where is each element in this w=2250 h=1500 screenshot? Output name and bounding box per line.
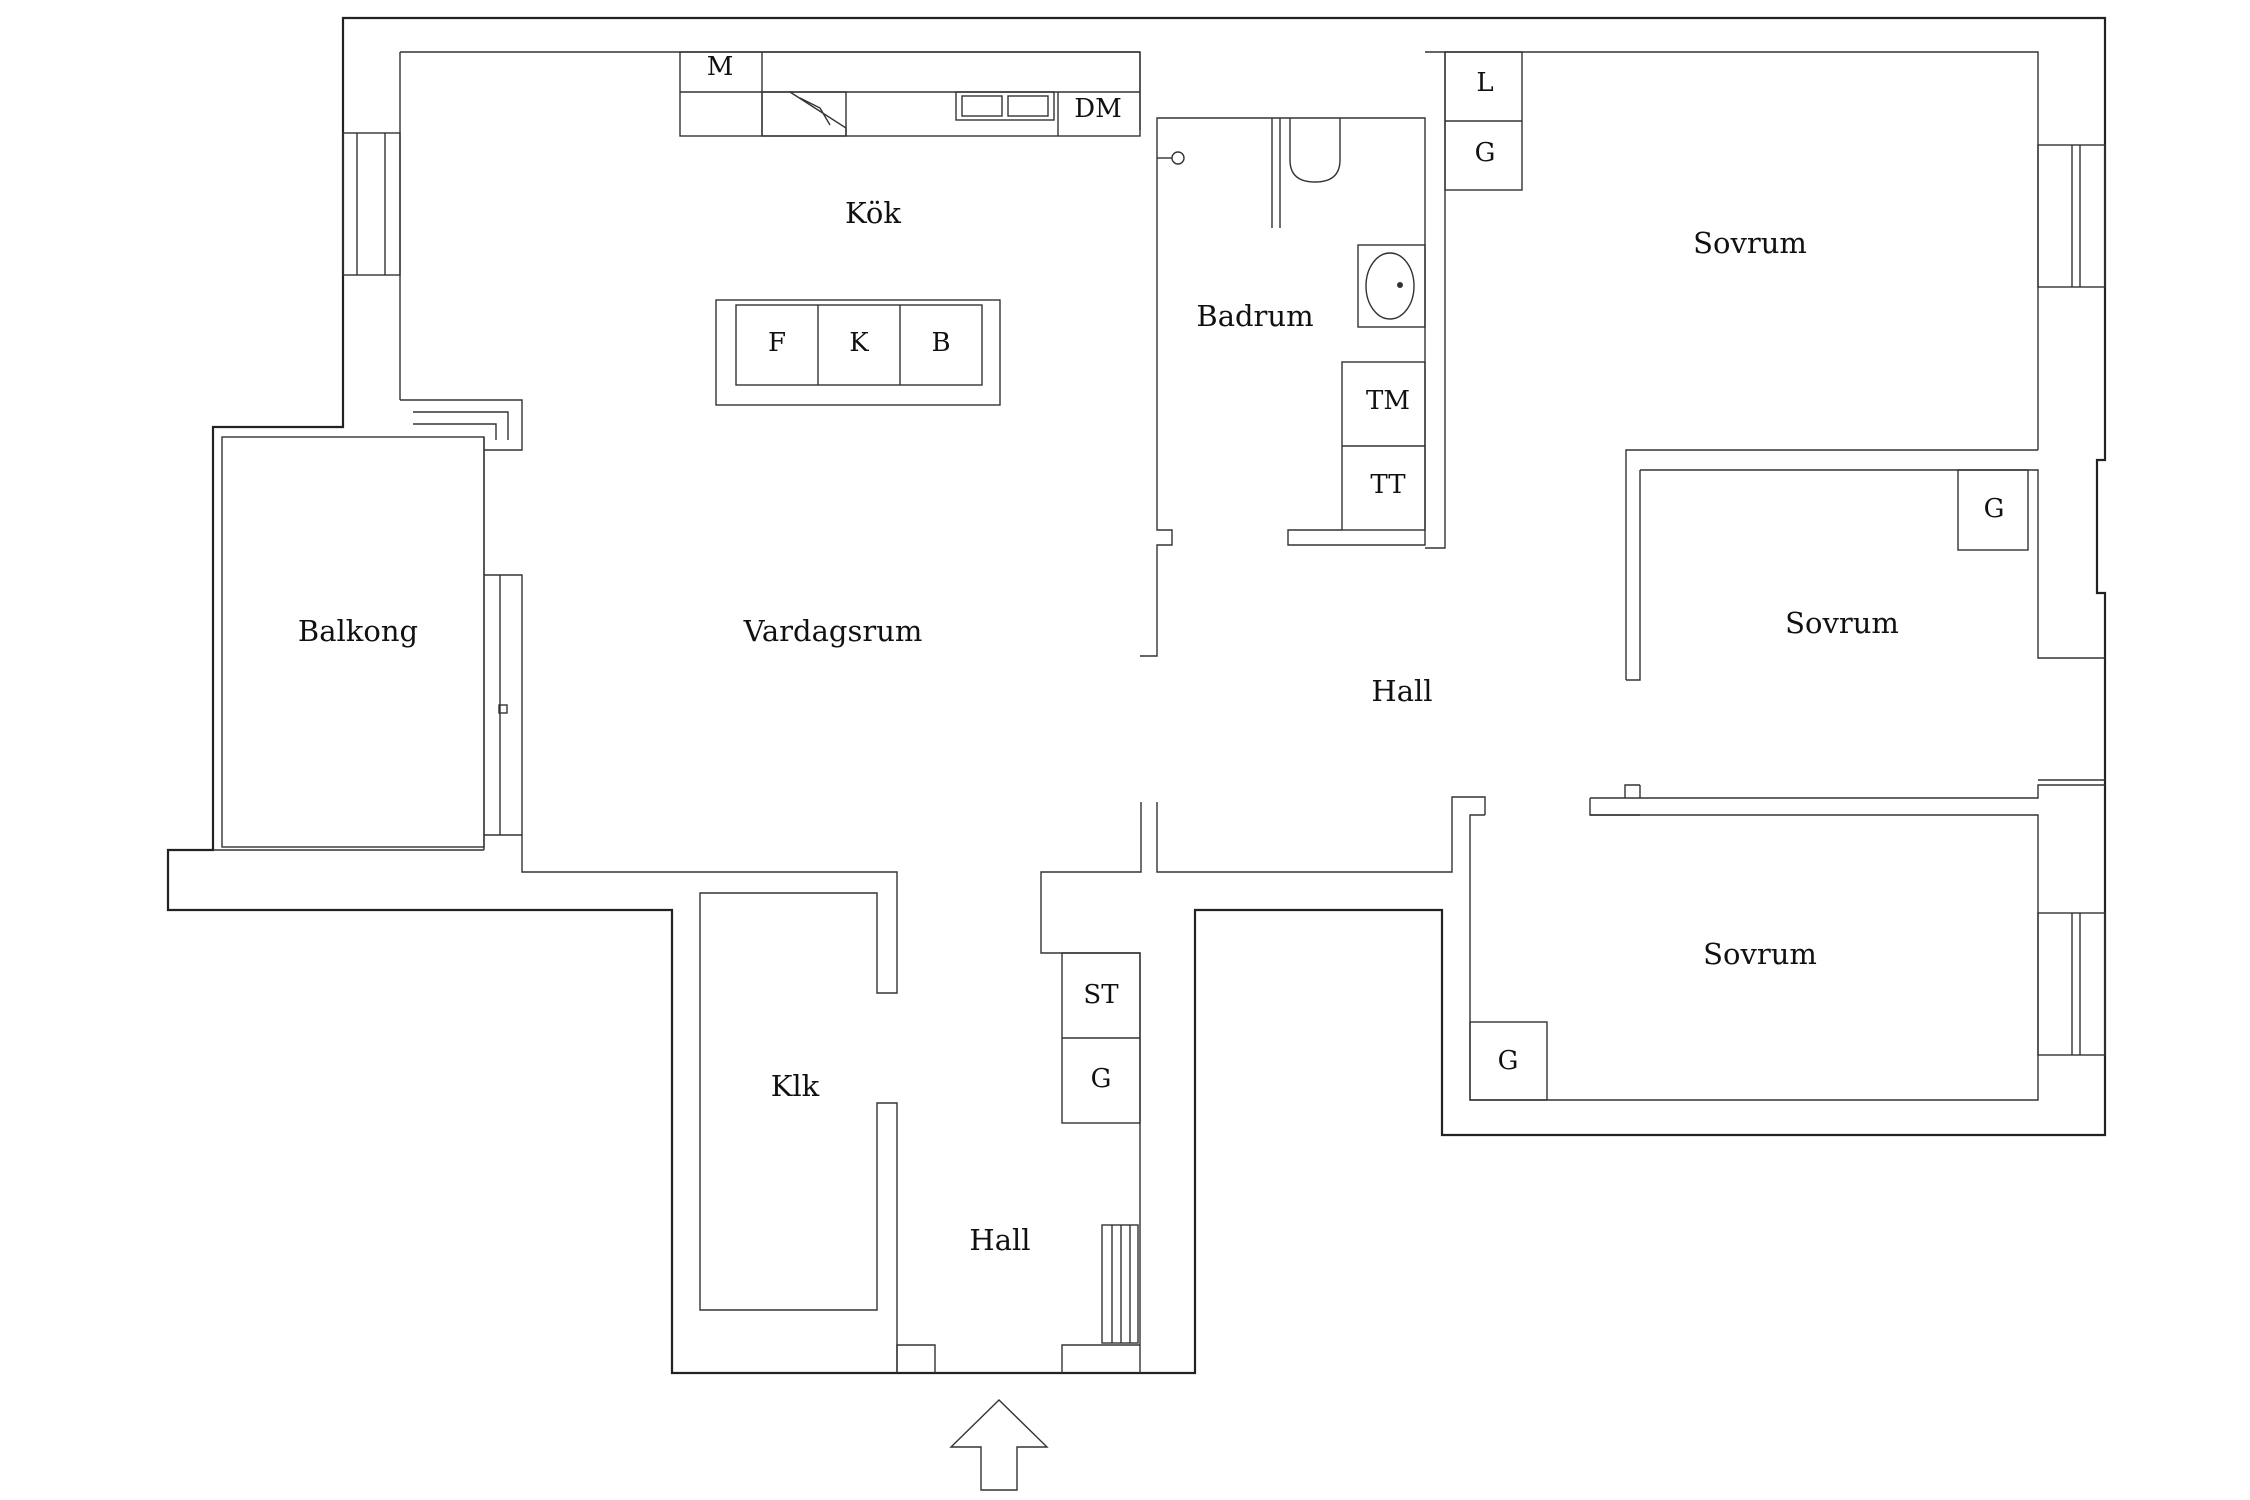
fixture-label-wardrobe-hall: G	[1091, 1064, 1112, 1094]
fixture-label-storage: ST	[1083, 980, 1119, 1010]
bedroom-2-walls	[1626, 469, 2029, 681]
kitchen-island	[715, 299, 1001, 406]
fixture-label-tm: TM	[1366, 386, 1410, 416]
fixture-label-fridge: F	[768, 328, 786, 358]
linen-closet	[1444, 51, 1523, 191]
fixture-label-tt: TT	[1370, 470, 1406, 500]
fixture-label-microwave: M	[707, 52, 734, 82]
fixture-labels: M DM F K B TM TT L G G G ST G	[707, 52, 2005, 1094]
room-label-kok: Kök	[845, 196, 901, 230]
windows	[342, 132, 2106, 1056]
room-label-balkong: Balkong	[298, 614, 418, 648]
kitchen-counter	[679, 51, 1141, 137]
fixture-label-wardrobe-bed2: G	[1984, 494, 2005, 524]
room-label-hall-main: Hall	[1371, 674, 1432, 708]
room-label-sovrum-1: Sovrum	[1693, 226, 1807, 260]
room-label-sovrum-2: Sovrum	[1785, 606, 1899, 640]
fixture-label-wardrobe-bed3: G	[1498, 1046, 1519, 1076]
entrance-arrow-icon	[949, 1399, 1049, 1491]
fixture-label-linen: L	[1476, 68, 1493, 98]
outer-walls	[166, 16, 2107, 1375]
room-label-badrum: Badrum	[1196, 299, 1313, 333]
room-label-sovrum-3: Sovrum	[1703, 937, 1817, 971]
fixture-label-wardrobe-bath: G	[1475, 138, 1496, 168]
fixture-label-dishwasher: DM	[1074, 94, 1121, 124]
room-label-vardagsrum: Vardagsrum	[743, 614, 923, 648]
room-label-klk: Klk	[771, 1069, 820, 1103]
bedroom-3-wardrobe	[1469, 1021, 1548, 1101]
entry-storage	[1061, 952, 1141, 1344]
room-labels: Kök Vardagsrum Balkong Badrum Hall Hall …	[298, 196, 1899, 1257]
fixture-label-bar: B	[931, 328, 950, 358]
bathroom	[1140, 51, 1446, 657]
balcony	[213, 399, 523, 851]
room-label-hall-entry: Hall	[969, 1223, 1030, 1257]
fixture-label-kyl: K	[849, 328, 869, 358]
living-walls	[521, 52, 1486, 1373]
